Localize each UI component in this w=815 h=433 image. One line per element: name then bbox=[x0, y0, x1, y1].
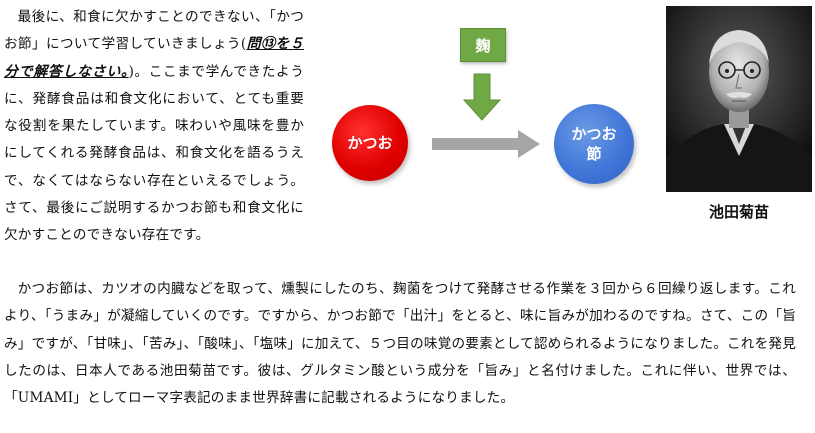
katsuobushi-circle: かつお 節 bbox=[554, 104, 634, 184]
right-arrow-icon bbox=[432, 130, 540, 158]
portrait-photo-icon bbox=[666, 6, 812, 192]
diagram-arrows bbox=[432, 73, 540, 158]
intro-text-b: )。ここまで学んできたように、発酵食品は和食文化において、とても重要な役割を果た… bbox=[4, 63, 304, 244]
assignment-instruction: 問⑬を５分で解答しなさい。 bbox=[4, 36, 304, 80]
intro-text-a: 最後に、和食に欠かすことのできない、「かつお節」について学習していきましょう( bbox=[4, 9, 304, 53]
down-arrow-icon bbox=[462, 73, 502, 121]
portrait-photo bbox=[666, 6, 812, 192]
katsuobushi-label-line1: かつお bbox=[571, 125, 617, 143]
katsuo-circle: かつお bbox=[332, 105, 408, 181]
katsuobushi-label-line2: 節 bbox=[586, 145, 602, 163]
portrait-caption: 池田菊苗 bbox=[708, 203, 769, 221]
intro-paragraph: 最後に、和食に欠かすことのできない、「かつお節」について学習していきましょう(問… bbox=[4, 4, 304, 250]
fermentation-diagram: 麹 かつお かつお 節 bbox=[320, 20, 670, 240]
body-paragraph: かつお節は、カツオの内臓などを取って、燻製にしたのち、麹菌をつけて発酵させる作業… bbox=[4, 281, 796, 407]
koji-label-box: 麹 bbox=[460, 28, 506, 62]
